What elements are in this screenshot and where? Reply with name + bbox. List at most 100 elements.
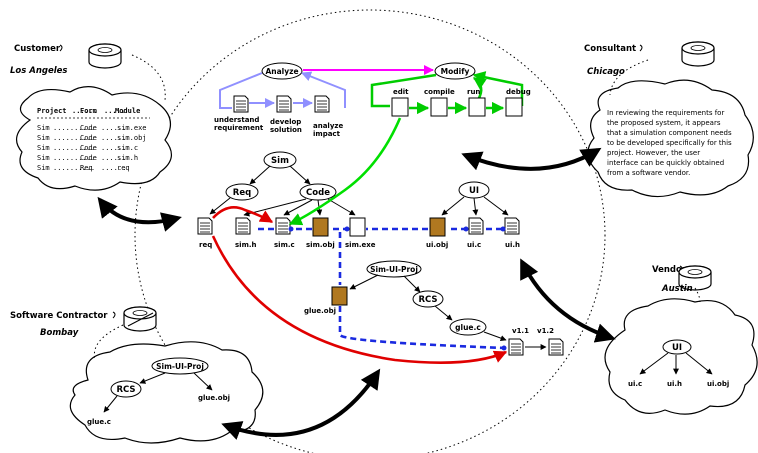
version-1-1-doc-icon <box>508 338 524 356</box>
vendor-file-label: ui.h <box>667 380 682 388</box>
dots: .......... <box>53 144 95 152</box>
sim-ui-proj-node <box>366 260 422 278</box>
dots: ...... <box>72 107 97 115</box>
glue-obj-label: glue.obj <box>304 307 336 315</box>
contractor-proj-label: Sim-UI-Proj <box>156 362 204 371</box>
req-doc-icon <box>197 217 213 235</box>
debug-box <box>505 97 523 117</box>
consultant-label: Consultant <box>584 44 636 54</box>
file-label: sim.obj <box>306 241 335 249</box>
glue-obj-box <box>331 286 348 306</box>
customer-site: Customer Los Angeles Project ...... Form… <box>10 43 182 232</box>
customer-cloud <box>15 86 172 191</box>
vendor-file-label: ui.obj <box>707 380 729 388</box>
vendor-label: Vendor <box>652 265 687 275</box>
signal-icon <box>59 44 63 52</box>
consultant-note-line: that a simulation component needs <box>607 129 732 137</box>
shared-repository-circle <box>134 9 606 453</box>
glue-c-label: glue.c <box>455 323 481 332</box>
analyze-doc-icon <box>314 95 330 113</box>
row-module: sim.h <box>117 154 138 162</box>
tree-edge <box>639 352 669 375</box>
flow-dot <box>500 226 506 232</box>
tree-edge <box>249 165 271 185</box>
row-project: Sim <box>37 124 50 132</box>
tree-edge <box>349 274 379 290</box>
ui-obj-box <box>429 217 446 237</box>
tree-edge <box>403 275 421 293</box>
tree-edge <box>483 196 509 216</box>
consultant-city: Chicago <box>587 67 625 77</box>
req-label: Req <box>233 188 251 198</box>
file-label: ui.h <box>505 241 520 249</box>
edit-box <box>391 97 409 117</box>
tree-edge <box>434 305 453 321</box>
row-module: sim.c <box>117 144 138 152</box>
req-node <box>225 183 259 201</box>
run-box <box>468 97 486 117</box>
dots: ...... <box>101 164 126 172</box>
contractor-rcs-node <box>110 380 142 398</box>
tree-edge <box>441 196 465 216</box>
vendor-file-label: ui.c <box>628 380 642 388</box>
code-label: Code <box>306 188 330 198</box>
contractor-site: Software Contractor Bombay Sim-UI-Proj R… <box>10 306 381 444</box>
header-form: Form <box>80 107 97 115</box>
contractor-glue-obj-label: glue.obj <box>198 394 230 402</box>
flow-dot <box>344 226 350 232</box>
tree-edge <box>103 395 118 413</box>
database-icon <box>88 43 122 69</box>
tree-edge <box>472 197 479 216</box>
ui-c-doc-icon <box>468 217 484 235</box>
customer-table: Project ...... Form ..... Module Sim ...… <box>37 107 150 172</box>
dots: ..... <box>104 107 125 115</box>
glue-c-node <box>449 318 487 336</box>
consultant-note-line: to be developed specifically for this <box>607 139 732 147</box>
analyze-label: Analyze <box>265 67 298 76</box>
dots: ...... <box>101 124 126 132</box>
blue-dashed-build-flow <box>258 227 506 350</box>
contractor-glue-c-label: glue.c <box>87 418 111 426</box>
consultant-note-line: interface can be quickly obtained <box>607 159 724 167</box>
contractor-label: Software Contractor <box>10 311 108 321</box>
file-label: sim.exe <box>345 241 376 249</box>
database-icon <box>681 41 715 67</box>
consultant-note-line: from a software vendor. <box>607 169 690 177</box>
sim-obj-box <box>312 217 329 237</box>
row-module: req <box>117 164 130 172</box>
edit-label: edit <box>393 88 409 96</box>
customer-exchange-arrow <box>97 196 182 232</box>
red-requirement-trace <box>211 235 508 364</box>
consultant-dotted-link <box>609 59 649 96</box>
version-label: v1.2 <box>537 327 554 335</box>
dots: .......... <box>53 164 95 172</box>
row-form: Code <box>80 154 97 162</box>
row-module: sim.obj <box>117 134 147 142</box>
vendor-exchange-arrow <box>520 258 616 343</box>
analyze-step-label: solution <box>270 126 302 134</box>
tree-edge <box>193 372 213 391</box>
row-project: Sim <box>37 164 50 172</box>
rcs-label: RCS <box>418 295 437 305</box>
dots: ...... <box>101 134 126 142</box>
header-module: Module <box>115 107 140 115</box>
rcs-node <box>412 290 444 308</box>
contractor-exchange-arrow <box>221 368 381 440</box>
modify-label: Modify <box>441 67 470 76</box>
signal-icon <box>112 311 116 319</box>
row-project: Sim <box>37 154 50 162</box>
process-area: Analyze Modify understand requirement de… <box>214 63 531 138</box>
tree-edge <box>139 372 166 384</box>
tree-edge <box>483 331 507 341</box>
analyze-step-label: impact <box>313 130 341 138</box>
consultant-site: Consultant Chicago In reviewing the requ… <box>461 41 754 198</box>
header-project: Project <box>37 107 67 115</box>
understand-doc-icon <box>233 95 249 113</box>
vendor-cloud <box>604 298 758 415</box>
customer-dotted-link <box>131 54 166 101</box>
consultant-note-line: the proposed system, it appears <box>607 119 721 127</box>
version-label: v1.1 <box>512 327 529 335</box>
analyze-step-label: requirement <box>214 124 264 132</box>
contractor-proj-node <box>151 357 209 375</box>
ui-h-doc-icon <box>504 217 520 235</box>
